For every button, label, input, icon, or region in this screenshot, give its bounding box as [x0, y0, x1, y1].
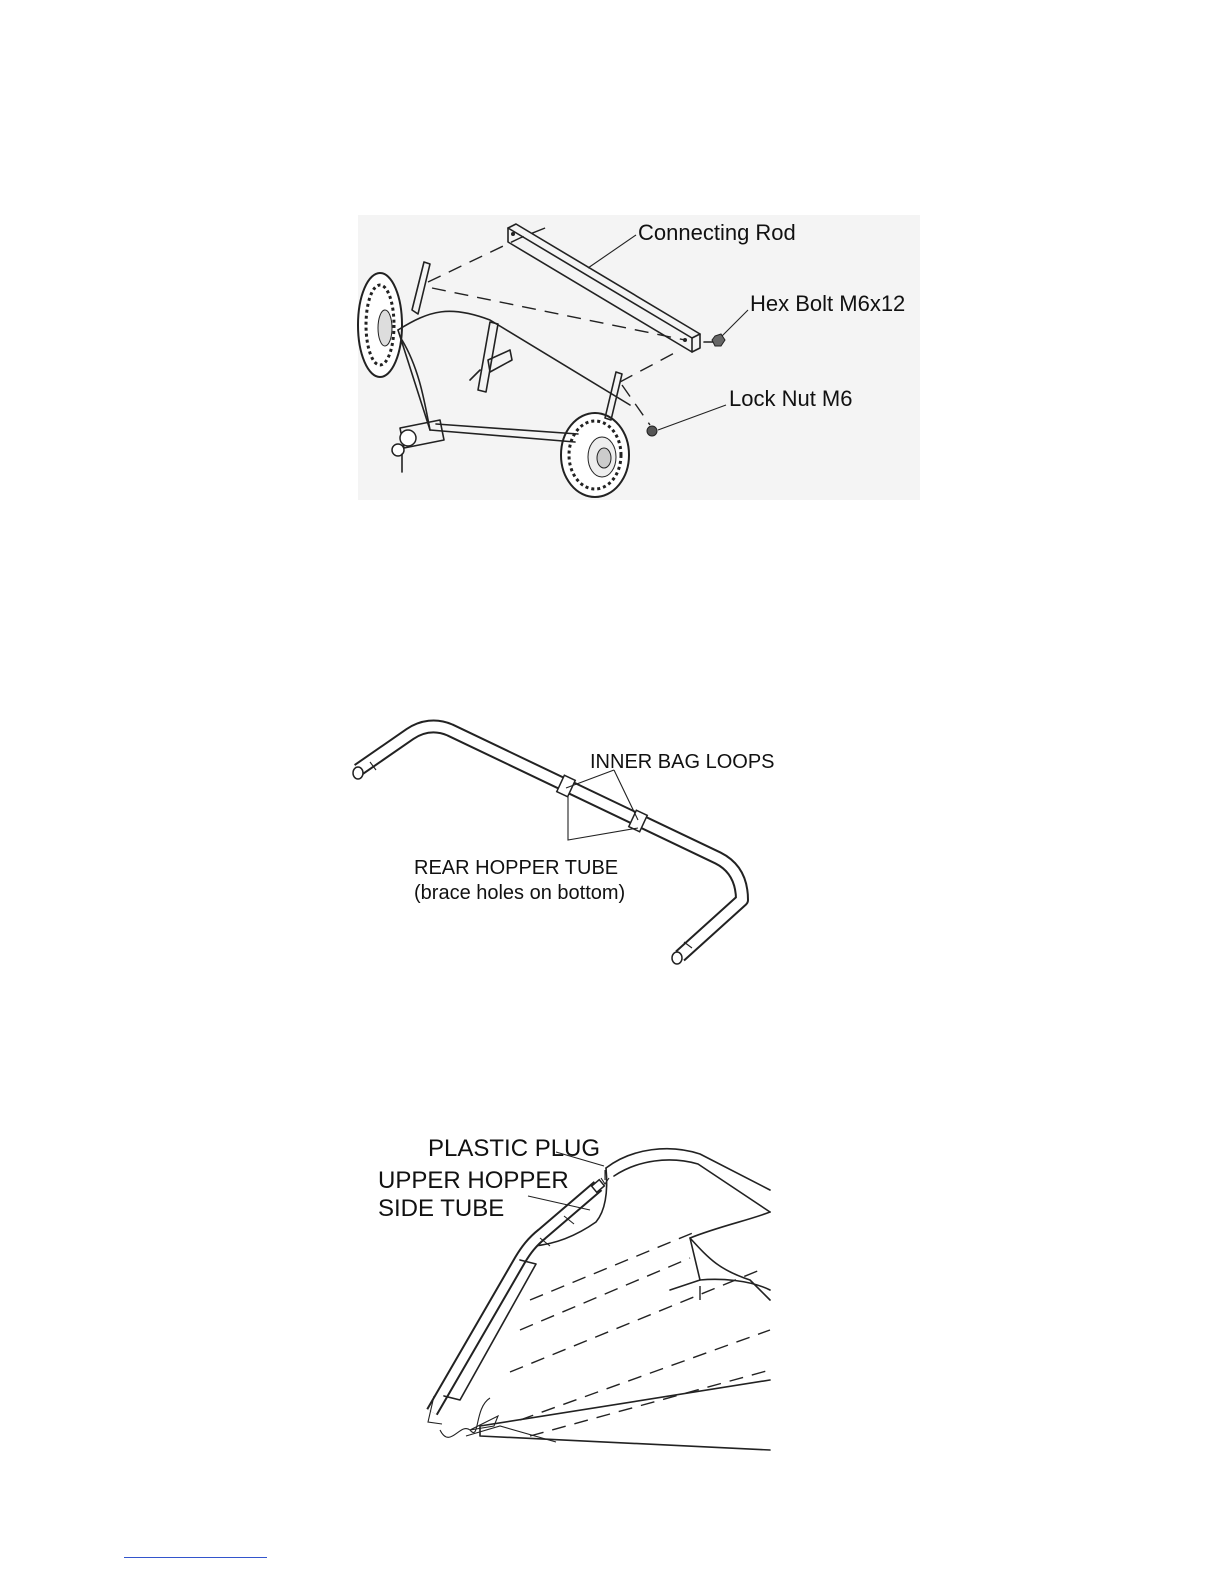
left-wheel-icon — [358, 273, 402, 377]
lock-nut-label: Lock Nut M6 — [729, 386, 853, 411]
plastic-plug-label: PLASTIC PLUG — [428, 1135, 600, 1162]
side-tube-label: SIDE TUBE — [378, 1195, 504, 1222]
footer-link-underline — [124, 1557, 267, 1558]
lock-nut-icon — [647, 426, 657, 436]
inner-bag-loops-label: INNER BAG LOOPS — [590, 751, 775, 773]
hex-bolt-label: Hex Bolt M6x12 — [750, 291, 905, 316]
upper-hopper-label: UPPER HOPPER — [378, 1167, 569, 1194]
upper-hopper-drawing: PLASTIC PLUG UPPER HOPPER SIDE TUBE — [370, 1130, 790, 1460]
rear-hopper-tube-label: REAR HOPPER TUBE — [414, 857, 618, 879]
connecting-rod-diagram: Connecting Rod Hex Bolt M6x12 Lock Nut M… — [340, 210, 940, 510]
rear-hopper-tube-drawing: INNER BAG LOOPS REAR HOPPER TUBE (brace … — [340, 720, 820, 980]
brace-holes-note: (brace holes on bottom) — [414, 882, 625, 904]
right-wheel-icon — [561, 413, 629, 497]
connecting-rod-drawing: Connecting Rod Hex Bolt M6x12 Lock Nut M… — [340, 210, 940, 510]
upper-hopper-diagram: PLASTIC PLUG UPPER HOPPER SIDE TUBE — [370, 1130, 790, 1460]
rear-hopper-tube-diagram: INNER BAG LOOPS REAR HOPPER TUBE (brace … — [340, 720, 820, 980]
connecting-rod-label: Connecting Rod — [638, 220, 796, 245]
upper-hopper-side-tube-icon — [428, 1186, 598, 1442]
